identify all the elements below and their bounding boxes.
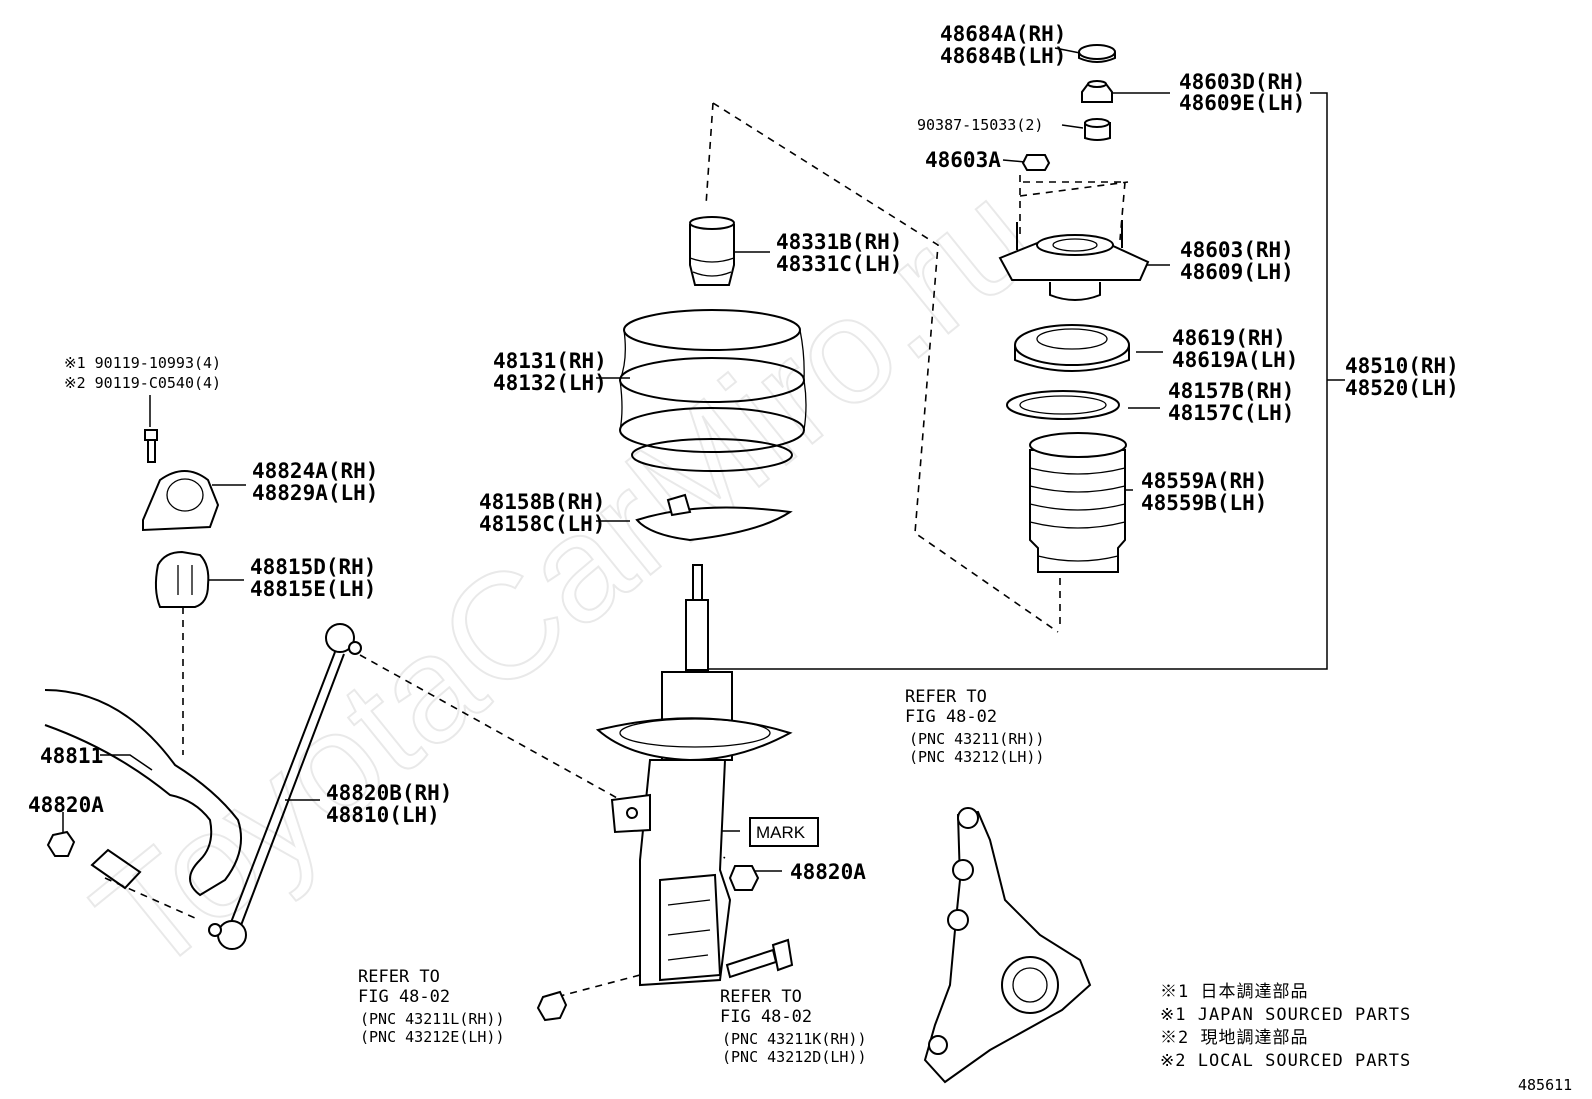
label-48510: 48510(RH) bbox=[1345, 354, 1459, 378]
label-48811: 48811 bbox=[40, 744, 103, 768]
mark-callout: MARK bbox=[749, 817, 819, 847]
label-bolt-note2: ※2 90119-C0540(4) bbox=[64, 374, 221, 392]
dashed-guides bbox=[104, 102, 1129, 1001]
svg-text:(PNC 43211K(RH)): (PNC 43211K(RH)) bbox=[722, 1030, 867, 1048]
svg-text:(PNC 43211L(RH)): (PNC 43211L(RH)) bbox=[360, 1010, 505, 1028]
cap-drawing bbox=[1078, 44, 1116, 63]
label-48131: 48131(RH) bbox=[493, 349, 607, 373]
svg-text:(PNC 43212D(LH)): (PNC 43212D(LH)) bbox=[722, 1048, 867, 1066]
label-90387: 90387-15033(2) bbox=[917, 116, 1043, 134]
mark-label: MARK bbox=[756, 823, 806, 842]
label-48619: 48619(RH) bbox=[1172, 326, 1286, 350]
legend-line-2: ※1 JAPAN SOURCED PARTS bbox=[1160, 1005, 1411, 1025]
spring-insulator-drawing bbox=[1006, 390, 1120, 420]
drawing-number: 485611 bbox=[1518, 1076, 1572, 1094]
label-48603a: 48603A bbox=[925, 148, 1001, 172]
leader-lines bbox=[62, 47, 1170, 872]
label-48619a: 48619A(LH) bbox=[1172, 348, 1298, 372]
coil-spring-drawing bbox=[619, 309, 807, 472]
label-48815d: 48815D(RH) bbox=[250, 555, 376, 579]
label-48820a-center: 48820A bbox=[790, 860, 866, 884]
svg-text:REFER TO: REFER TO bbox=[720, 987, 802, 1007]
label-48157c: 48157C(LH) bbox=[1168, 401, 1294, 425]
label-48158c: 48158C(LH) bbox=[479, 512, 605, 536]
center-nut-drawing bbox=[728, 865, 760, 891]
label-48815e: 48815E(LH) bbox=[250, 577, 376, 601]
label-48559b: 48559B(LH) bbox=[1141, 491, 1267, 515]
steering-knuckle-drawing bbox=[923, 807, 1092, 1084]
refer-bolt: REFER TO FIG 48-02 (PNC 43211K(RH)) (PNC… bbox=[720, 987, 867, 1066]
label-48684b: 48684B(LH) bbox=[940, 44, 1066, 68]
left-nut-drawing bbox=[46, 830, 76, 857]
stabilizer-bracket-drawing bbox=[142, 470, 220, 532]
watermark: ToyotaCarMiro.ru bbox=[64, 150, 1064, 1004]
label-48603d: 48603D(RH) bbox=[1179, 70, 1305, 94]
label-48559a: 48559A(RH) bbox=[1141, 469, 1267, 493]
stabilizer-link-drawing bbox=[208, 623, 362, 950]
label-48331b: 48331B(RH) bbox=[776, 230, 902, 254]
top-nut-drawing bbox=[1081, 80, 1113, 103]
label-48810: 48810(LH) bbox=[326, 803, 440, 827]
part-labels: 48684A(RH) 48684B(LH) 48603D(RH) 48609E(… bbox=[28, 22, 1459, 884]
svg-text:(PNC 43212(LH)): (PNC 43212(LH)) bbox=[909, 748, 1044, 766]
label-48520: 48520(LH) bbox=[1345, 376, 1459, 400]
svg-text:FIG 48-02: FIG 48-02 bbox=[358, 987, 450, 1007]
label-48820b: 48820B(RH) bbox=[326, 781, 452, 805]
label-bolt-note1: ※1 90119-10993(4) bbox=[64, 354, 221, 372]
shock-absorber-drawing bbox=[595, 564, 793, 987]
svg-text:REFER TO: REFER TO bbox=[905, 687, 987, 707]
label-48684a: 48684A(RH) bbox=[940, 22, 1066, 46]
refer-knuckle: REFER TO FIG 48-02 (PNC 43211(RH)) (PNC … bbox=[905, 687, 1044, 766]
svg-text:(PNC 43212E(LH)): (PNC 43212E(LH)) bbox=[360, 1028, 505, 1046]
svg-text:(PNC 43211(RH)): (PNC 43211(RH)) bbox=[909, 730, 1044, 748]
lower-bolt-drawing bbox=[725, 938, 794, 979]
bump-stopper-drawing bbox=[689, 216, 735, 286]
svg-text:REFER TO: REFER TO bbox=[358, 967, 440, 987]
label-48820a-left: 48820A bbox=[28, 793, 104, 817]
label-48609e: 48609E(LH) bbox=[1179, 91, 1305, 115]
svg-text:FIG 48-02: FIG 48-02 bbox=[905, 707, 997, 727]
label-48603: 48603(RH) bbox=[1180, 238, 1294, 262]
collar-drawing bbox=[1084, 118, 1111, 141]
legend-line-3: ※2 現地調達部品 bbox=[1160, 1028, 1308, 1048]
lower-insulator-drawing bbox=[635, 493, 793, 542]
label-48331c: 48331C(LH) bbox=[776, 252, 902, 276]
label-48829a: 48829A(LH) bbox=[252, 481, 378, 505]
strut-mount-drawing bbox=[998, 220, 1150, 301]
lower-nut-drawing bbox=[536, 990, 568, 1022]
label-48157b: 48157B(RH) bbox=[1168, 379, 1294, 403]
label-48824a: 48824A(RH) bbox=[252, 459, 378, 483]
svg-text:FIG 48-02: FIG 48-02 bbox=[720, 1007, 812, 1027]
label-48609: 48609(LH) bbox=[1180, 260, 1294, 284]
nut-48603a-drawing bbox=[1021, 154, 1051, 171]
dust-boot-drawing bbox=[1029, 432, 1127, 573]
strut-assembly-bracket bbox=[698, 92, 1345, 670]
stabilizer-bar-drawing bbox=[44, 689, 242, 897]
legend-line-4: ※2 LOCAL SOURCED PARTS bbox=[1160, 1051, 1411, 1071]
legend-line-1: ※1 日本調達部品 bbox=[1160, 982, 1308, 1002]
refer-nut: REFER TO FIG 48-02 (PNC 43211L(RH)) (PNC… bbox=[358, 967, 505, 1046]
bracket-bolt-drawing bbox=[144, 429, 158, 463]
label-48158b: 48158B(RH) bbox=[479, 490, 605, 514]
label-48132: 48132(LH) bbox=[493, 371, 607, 395]
stabilizer-bushing-drawing bbox=[154, 550, 210, 608]
source-legend: ※1 日本調達部品 ※1 JAPAN SOURCED PARTS ※2 現地調達… bbox=[1160, 982, 1411, 1071]
upper-spring-seat-drawing bbox=[1014, 324, 1130, 372]
